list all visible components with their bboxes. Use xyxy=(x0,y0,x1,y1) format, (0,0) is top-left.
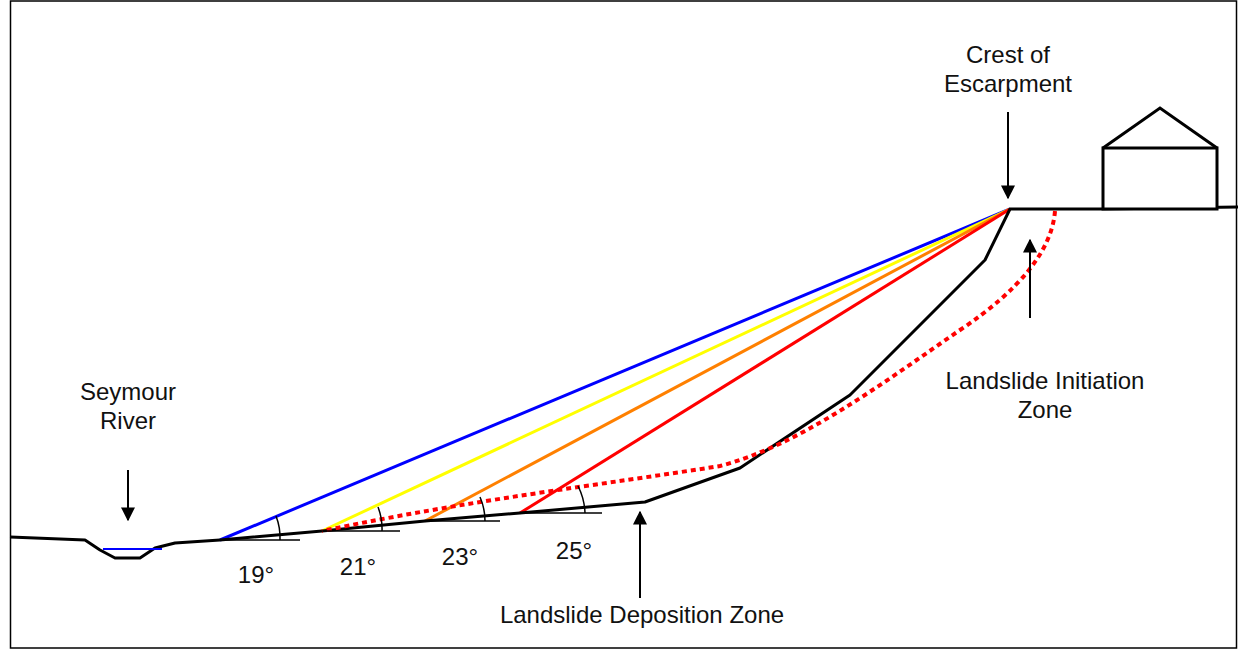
house-roof xyxy=(1103,108,1217,148)
angle-label: 21° xyxy=(328,552,388,581)
river-water xyxy=(103,548,162,550)
pointer-arrows xyxy=(128,112,1030,598)
failure-surface xyxy=(322,211,1055,531)
ground-profile xyxy=(10,207,1238,558)
angle-label: 25° xyxy=(544,536,604,565)
sight-line-25 xyxy=(520,209,1010,513)
angle-label: 19° xyxy=(226,560,286,589)
sight-line-21 xyxy=(322,209,1010,531)
sight-line-19 xyxy=(220,209,1010,540)
crest-label: Crest of Escarpment xyxy=(928,40,1088,98)
angle-label: 23° xyxy=(430,542,490,571)
frame xyxy=(11,1,1237,648)
initiation-zone-label: Landslide Initiation Zone xyxy=(925,366,1165,424)
house xyxy=(1103,148,1217,209)
deposition-zone-label: Landslide Deposition Zone xyxy=(472,600,812,629)
sight-line-23 xyxy=(425,209,1010,521)
river-label: Seymour River xyxy=(68,377,188,435)
angle-marks xyxy=(220,486,602,540)
